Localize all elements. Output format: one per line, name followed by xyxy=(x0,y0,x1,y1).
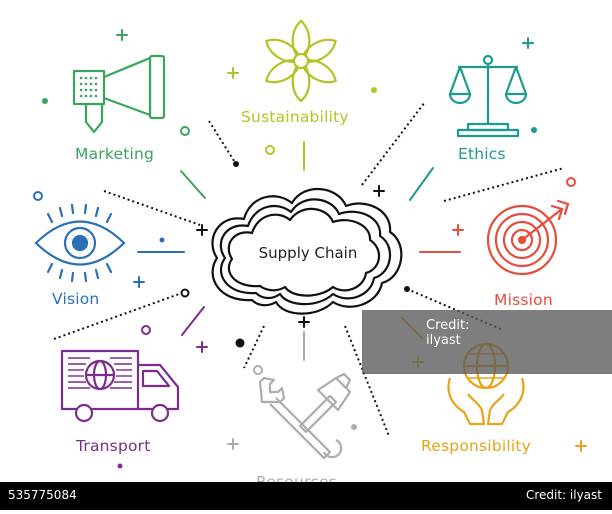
label-ethics: Ethics xyxy=(458,145,506,163)
decor-dots xyxy=(33,87,576,469)
megaphone-icon xyxy=(72,54,166,134)
label-vision: Vision xyxy=(52,290,100,308)
watermark-panel xyxy=(362,310,612,374)
connector-rings xyxy=(180,288,190,298)
footer-bar: 535775084 Credit: ilyast xyxy=(0,482,612,510)
watermark-text: Credit: ilyast xyxy=(426,318,469,348)
label-transport: Transport xyxy=(76,437,151,455)
image-id: 535775084 xyxy=(8,488,77,502)
eye-icon xyxy=(34,203,126,283)
label-marketing: Marketing xyxy=(75,145,155,163)
cloud-icon xyxy=(211,187,403,315)
connector-dots xyxy=(233,161,410,348)
scales-icon xyxy=(448,54,528,138)
watermark-line: Credit: xyxy=(426,318,470,333)
target-icon xyxy=(486,199,570,276)
label-mission: Mission xyxy=(494,291,553,309)
watermark-line: ilyast xyxy=(426,333,461,348)
label-sustainability: Sustainability xyxy=(241,108,349,126)
center-label: Supply Chain xyxy=(258,244,358,262)
leaf-flower-icon xyxy=(265,19,337,103)
label-responsibility: Responsibility xyxy=(421,437,532,455)
hammer-wrench-icon xyxy=(258,372,352,460)
truck-icon xyxy=(60,349,180,423)
credit-text: Credit: ilyast xyxy=(525,488,602,502)
